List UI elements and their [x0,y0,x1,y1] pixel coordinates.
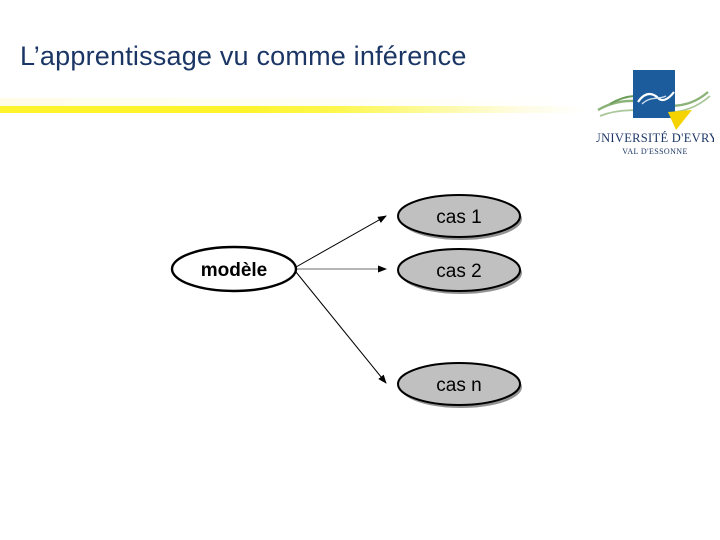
inference-diagram: cas 1 cas 2 cas n modèle [150,175,550,425]
title-divider-bar [0,106,585,113]
node-cas-2: cas 2 [397,248,521,292]
node-cas-1-label: cas 1 [436,207,481,228]
logo-line2: VAL D'ESSONNE [622,147,688,156]
node-cas-n: cas n [397,362,521,406]
diagram-edges [295,215,387,384]
logo-line1: UNIVERSITÉ D'EVRY [596,131,714,145]
node-cas-n-label: cas n [436,375,481,396]
node-modele-label: modèle [201,260,268,281]
page-title: L’apprentissage vu comme inférence [20,41,467,71]
node-cas-2-label: cas 2 [436,261,481,282]
title-rule-glow [0,98,560,106]
universite-evry-logo: UNIVERSITÉ D'EVRY VAL D'ESSONNE [596,60,714,160]
node-modele: modèle [170,245,298,293]
edge-modele-to-cas-1 [295,215,387,268]
node-cas-1: cas 1 [397,194,521,238]
logo-triangle [668,110,692,130]
edge-modele-to-cas-n [295,271,387,384]
